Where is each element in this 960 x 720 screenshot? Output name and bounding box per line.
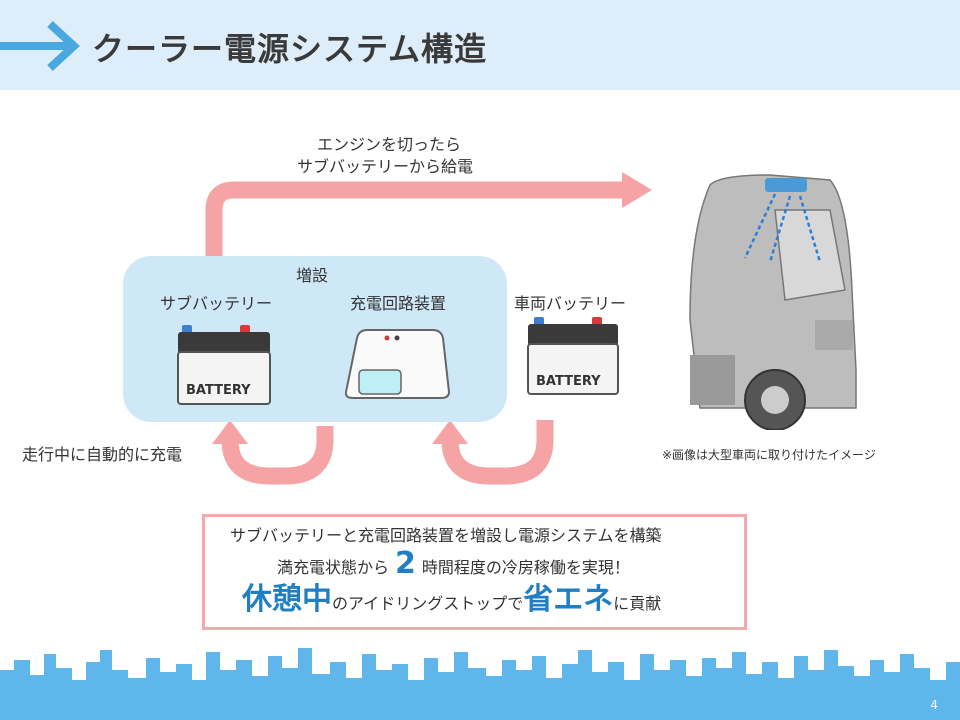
summary-line-2-post: 時間程度の冷房稼働を実現！	[421, 558, 630, 577]
summary-rest-highlight: 休憩中	[242, 582, 332, 617]
top-arrow-label-2: サブバッテリーから給電	[297, 157, 474, 176]
top-arrow-label-1: エンジンを切ったら	[317, 135, 462, 154]
arrow-head-right	[622, 172, 652, 208]
vehicle-battery-text: BATTERY	[536, 374, 601, 389]
summary-hours-value: 2	[395, 546, 416, 581]
summary-line-3: 休憩中のアイドリングストップで省エネに貢献	[242, 580, 661, 624]
summary-line-2-pre: 満充電状態から	[277, 558, 390, 577]
sub-battery-label: サブバッテリー	[160, 294, 273, 313]
summary-line-3-mid: のアイドリングストップで	[332, 594, 524, 613]
truck-image	[689, 174, 857, 430]
summary-line-3-end: に貢献	[613, 594, 662, 613]
sub-battery-icon	[177, 325, 271, 405]
charging-note: 走行中に自動的に充電	[22, 445, 183, 464]
sub-battery-text: BATTERY	[186, 383, 251, 398]
vehicle-battery-icon	[527, 317, 619, 395]
charger-device-icon	[345, 329, 450, 399]
summary-box	[202, 514, 747, 630]
truck-image-note: ※画像は大型車両に取り付けたイメージ	[662, 448, 876, 462]
city-skyline-decoration	[0, 648, 960, 720]
page-number: 4	[930, 698, 938, 712]
cooler-unit-icon	[765, 178, 807, 192]
summary-energy-highlight: 省エネ	[523, 582, 614, 617]
charger-label: 充電回路装置	[350, 294, 447, 313]
page-title: クーラー電源システム構造	[92, 30, 488, 68]
header-bar	[0, 0, 960, 90]
vehicle-battery-label: 車両バッテリー	[514, 294, 627, 313]
arrow-right-icon	[0, 21, 80, 71]
summary-line-1: サブバッテリーと充電回路装置を増設し電源システムを構築	[230, 526, 662, 545]
added-label: 増設	[296, 266, 329, 285]
summary-line-2: 満充電状態から 2 時間程度の冷房稼働を実現！	[277, 547, 630, 585]
